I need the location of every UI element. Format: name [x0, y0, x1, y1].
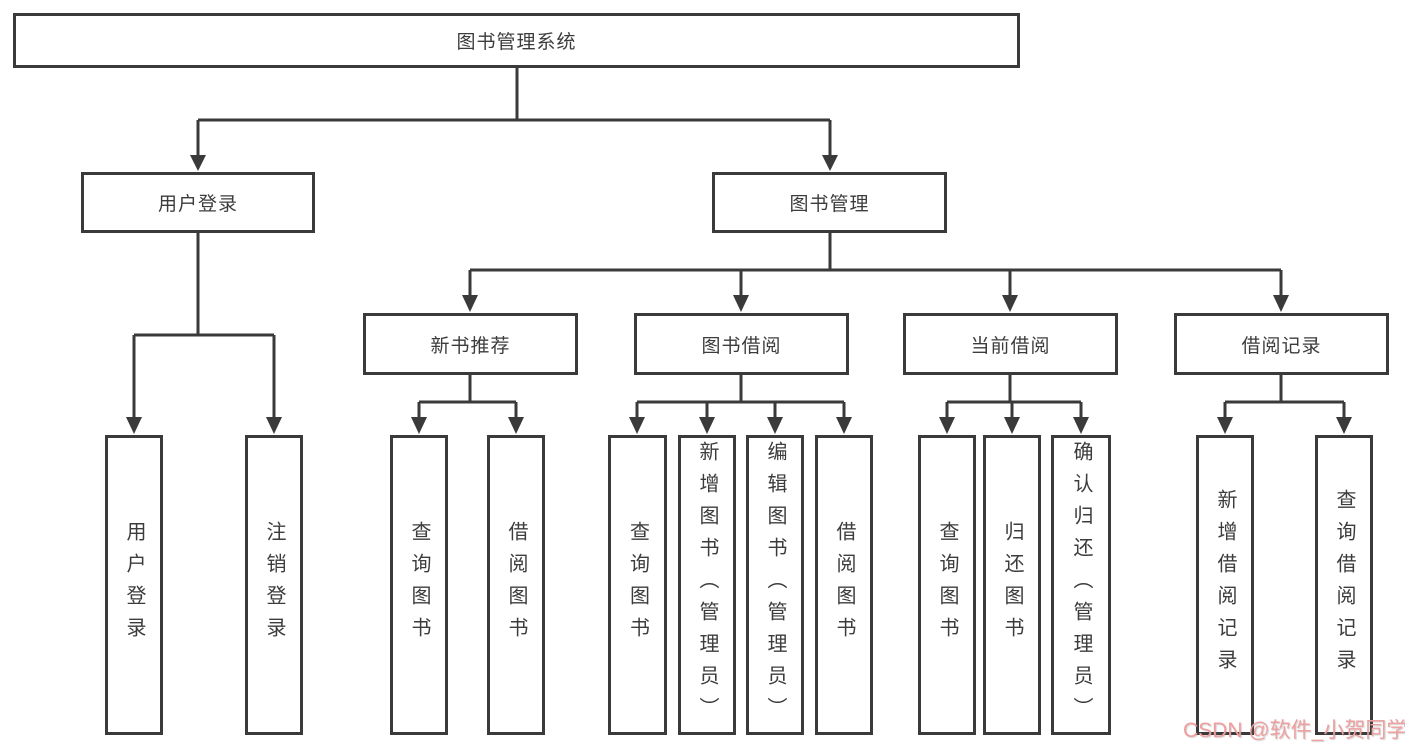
- leaf-add-borrow-record: 新增借阅记录: [1196, 435, 1254, 735]
- node-label: 当前借阅: [970, 335, 1051, 357]
- connector-current-borrow-split: [939, 375, 1089, 434]
- arrowhead: [266, 417, 282, 434]
- leaf-borrow-books-recommend: 借阅图书: [487, 435, 545, 735]
- node-label: 新增图书（管理员）: [696, 441, 718, 729]
- arrowhead: [190, 155, 206, 171]
- arrowhead: [1073, 417, 1089, 434]
- node-label: 新增借阅记录: [1214, 489, 1236, 681]
- leaf-edit-books-admin: 编辑图书（管理员）: [746, 435, 804, 735]
- node-label: 借阅记录: [1241, 335, 1322, 357]
- node-current-borrow: 当前借阅: [903, 313, 1118, 375]
- node-label: 借阅图书: [833, 521, 855, 649]
- arrowhead: [1336, 417, 1352, 434]
- node-label: 查询借阅记录: [1333, 489, 1355, 681]
- node-label: 用户登录: [157, 194, 238, 215]
- leaf-confirm-return-admin: 确认归还（管理员）: [1051, 435, 1111, 735]
- leaf-add-books-admin: 新增图书（管理员）: [678, 435, 736, 735]
- connector-book-borrow-split: [629, 375, 852, 434]
- node-label: 查询图书: [408, 521, 430, 649]
- node-borrow-record: 借阅记录: [1174, 313, 1389, 375]
- arrowhead: [508, 417, 524, 434]
- leaf-query-books-recommend: 查询图书: [390, 435, 448, 735]
- arrowhead: [939, 417, 955, 434]
- leaf-logout: 注销登录: [245, 435, 303, 735]
- node-label: 图书管理系统: [456, 32, 577, 53]
- connector-new-book-split: [411, 375, 524, 434]
- arrowhead: [767, 417, 783, 434]
- leaf-query-borrow-record: 查询借阅记录: [1315, 435, 1373, 735]
- arrowhead: [1002, 295, 1018, 312]
- node-label: 查询图书: [626, 521, 649, 649]
- leaf-query-books-borrow: 查询图书: [608, 435, 667, 735]
- connector-book-mgmt-split: [462, 233, 1289, 312]
- arrowhead: [733, 295, 749, 312]
- arrowhead: [411, 417, 427, 434]
- node-label: 图书管理: [789, 194, 870, 215]
- arrowhead: [629, 417, 645, 434]
- arrowhead: [822, 155, 838, 171]
- arrowhead: [1273, 295, 1289, 312]
- node-label: 归还图书: [1001, 521, 1023, 649]
- node-label: 注销登录: [263, 521, 285, 649]
- connector-borrow-record-split: [1217, 375, 1352, 434]
- arrowhead: [126, 417, 142, 434]
- arrowhead: [699, 417, 715, 434]
- node-label: 用户登录: [123, 521, 145, 649]
- node-new-book-recommend: 新书推荐: [363, 313, 578, 375]
- node-label: 借阅图书: [505, 521, 527, 649]
- csdn-watermark: CSDN @软件_小贺同学: [1183, 719, 1405, 742]
- node-book-management: 图书管理: [712, 172, 947, 233]
- connector-root-to-branches: [190, 68, 838, 171]
- arrowhead: [1217, 417, 1233, 434]
- leaf-user-login: 用户登录: [105, 435, 163, 735]
- node-root-system: 图书管理系统: [13, 13, 1020, 68]
- leaf-query-books-current: 查询图书: [918, 435, 976, 735]
- node-label: 查询图书: [936, 521, 958, 649]
- arrowhead: [836, 417, 852, 434]
- node-label: 图书借阅: [701, 335, 782, 357]
- node-label: 编辑图书（管理员）: [764, 441, 786, 729]
- node-label: 新书推荐: [430, 335, 511, 357]
- node-label: 确认归还（管理员）: [1070, 441, 1092, 729]
- leaf-return-books: 归还图书: [983, 435, 1041, 735]
- arrowhead: [462, 295, 478, 312]
- arrowhead: [1004, 417, 1020, 434]
- leaf-borrow-books: 借阅图书: [815, 435, 873, 735]
- connector-user-login-split: [126, 233, 282, 434]
- node-user-login: 用户登录: [81, 172, 315, 233]
- node-book-borrow: 图书借阅: [634, 313, 849, 375]
